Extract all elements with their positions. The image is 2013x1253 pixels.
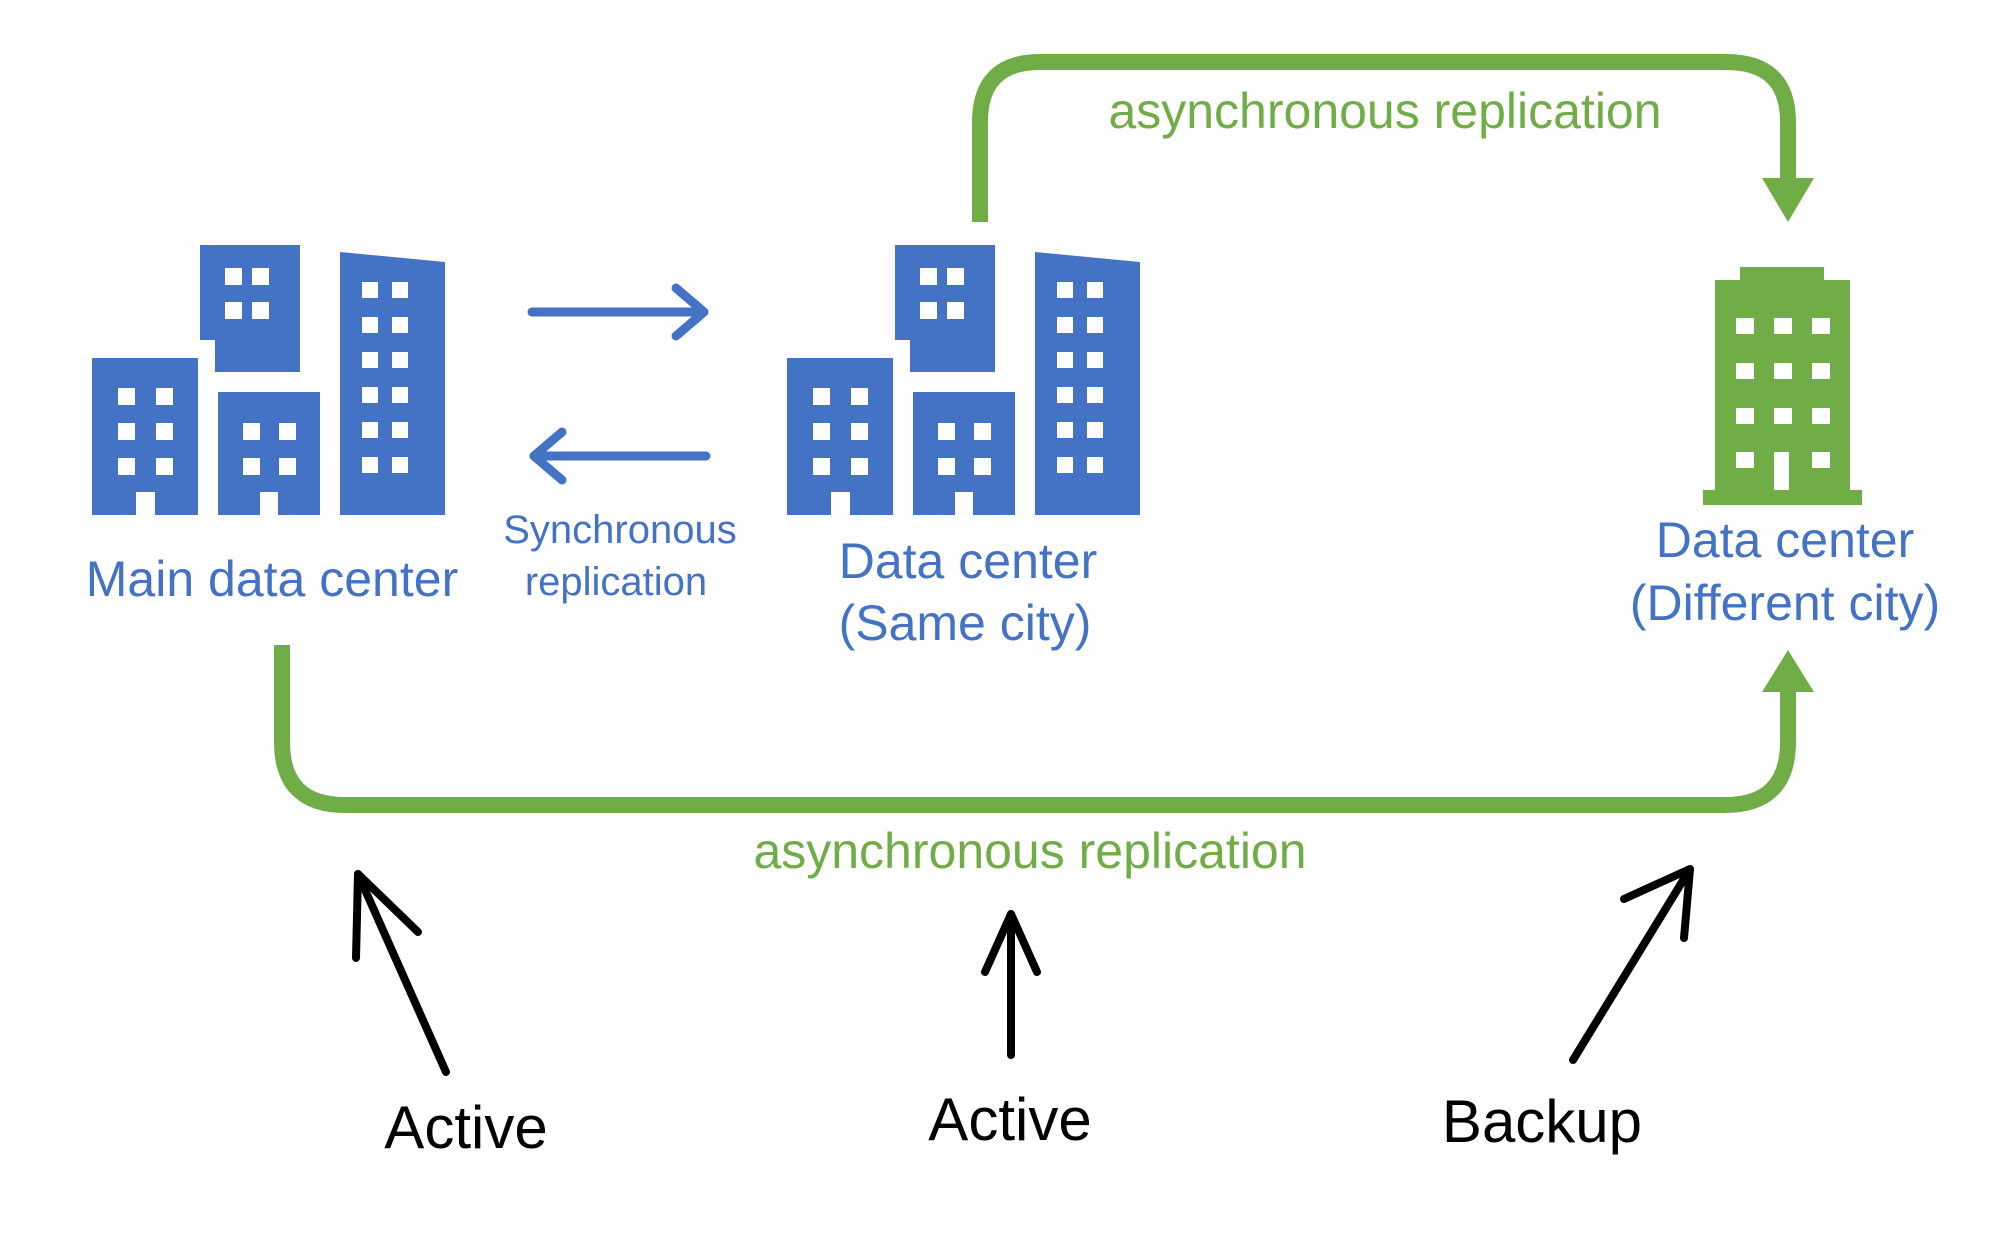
role-label-different-city: Backup xyxy=(1442,1088,1642,1155)
same-city-data-center-icon xyxy=(787,245,1140,515)
role-arrow-different-city xyxy=(1569,865,1694,1064)
async-arrow-top xyxy=(972,54,1814,222)
same-city-label-line1: Data center xyxy=(839,533,1097,589)
async-arrow-bottom xyxy=(274,645,1814,813)
role-label-same-city: Active xyxy=(928,1086,1091,1153)
sync-arrow-left xyxy=(529,427,711,485)
main-data-center-icon xyxy=(92,245,445,515)
different-city-data-center-icon xyxy=(1703,267,1862,505)
different-city-label-line1: Data center xyxy=(1656,512,1914,568)
main-data-center-label: Main data center xyxy=(86,551,458,607)
async-bottom-label: asynchronous replication xyxy=(753,823,1306,879)
sync-replication-label-line1: Synchronous xyxy=(503,508,736,552)
sync-arrow-right xyxy=(527,283,709,341)
role-arrow-main xyxy=(352,870,450,1076)
async-top-label: asynchronous replication xyxy=(1108,83,1661,139)
different-city-label-line2: (Different city) xyxy=(1630,575,1940,631)
role-label-main: Active xyxy=(384,1094,547,1161)
same-city-label-line2: (Same city) xyxy=(839,595,1092,651)
role-arrow-same-city xyxy=(981,910,1041,1059)
sync-replication-label-line2: replication xyxy=(525,560,707,604)
